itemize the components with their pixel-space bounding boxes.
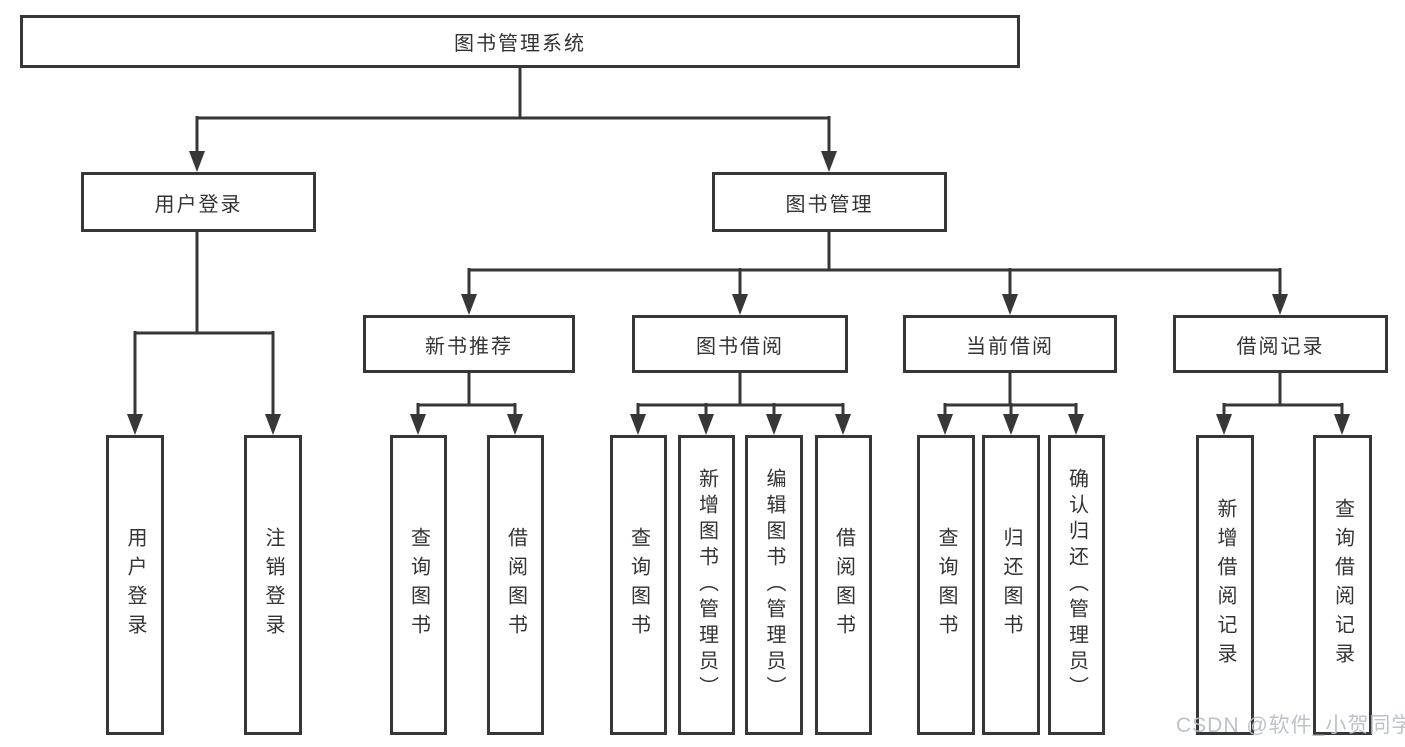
leaf-label: 确认归还（管理员） <box>1065 468 1088 702</box>
leaf-return-books: 归还图书 <box>982 435 1040 735</box>
leaf-label: 新增借阅记录 <box>1214 498 1236 672</box>
leaf-label: 查询图书 <box>935 527 957 643</box>
leaf-label: 查询图书 <box>627 527 650 643</box>
leaf-label: 查询图书 <box>407 527 430 643</box>
arrowheads <box>127 151 1350 435</box>
leaf-label: 借阅图书 <box>504 527 527 643</box>
leaf-user-login: 用户登录 <box>106 435 164 735</box>
leaf-logout: 注销登录 <box>244 435 302 735</box>
leaf-confirm-return-admin: 确认归还（管理员） <box>1048 435 1105 735</box>
leaf-label: 编辑图书（管理员） <box>763 468 785 702</box>
node-root-system: 图书管理系统 <box>20 15 1020 68</box>
leaf-recommend-query-books: 查询图书 <box>390 435 447 735</box>
node-book-borrow: 图书借阅 <box>632 315 848 373</box>
leaf-label: 注销登录 <box>262 527 284 643</box>
node-book-management: 图书管理 <box>712 172 947 232</box>
leaf-label: 查询借阅记录 <box>1331 498 1354 672</box>
leaf-label: 新增图书（管理员） <box>695 468 718 702</box>
leaf-borrow-books: 借阅图书 <box>815 435 872 735</box>
leaf-recommend-borrow-books: 借阅图书 <box>487 435 544 735</box>
leaf-label: 归还图书 <box>1000 527 1022 643</box>
node-borrow-records: 借阅记录 <box>1173 315 1388 373</box>
leaf-add-borrow-record: 新增借阅记录 <box>1196 435 1254 735</box>
node-current-borrow: 当前借阅 <box>903 315 1117 373</box>
node-new-book-recommend: 新书推荐 <box>363 315 575 373</box>
node-user-login: 用户登录 <box>81 172 316 232</box>
leaf-edit-books-admin: 编辑图书（管理员） <box>745 435 803 735</box>
leaf-borrow-query-books: 查询图书 <box>610 435 667 735</box>
leaf-label: 借阅图书 <box>832 527 855 643</box>
leaf-current-query-books: 查询图书 <box>917 435 975 735</box>
leaf-label: 用户登录 <box>124 527 146 643</box>
csdn-watermark: CSDN @软件_小贺同学 <box>1176 714 1405 737</box>
leaf-query-borrow-record: 查询借阅记录 <box>1313 435 1372 735</box>
leaf-add-books-admin: 新增图书（管理员） <box>678 435 735 735</box>
